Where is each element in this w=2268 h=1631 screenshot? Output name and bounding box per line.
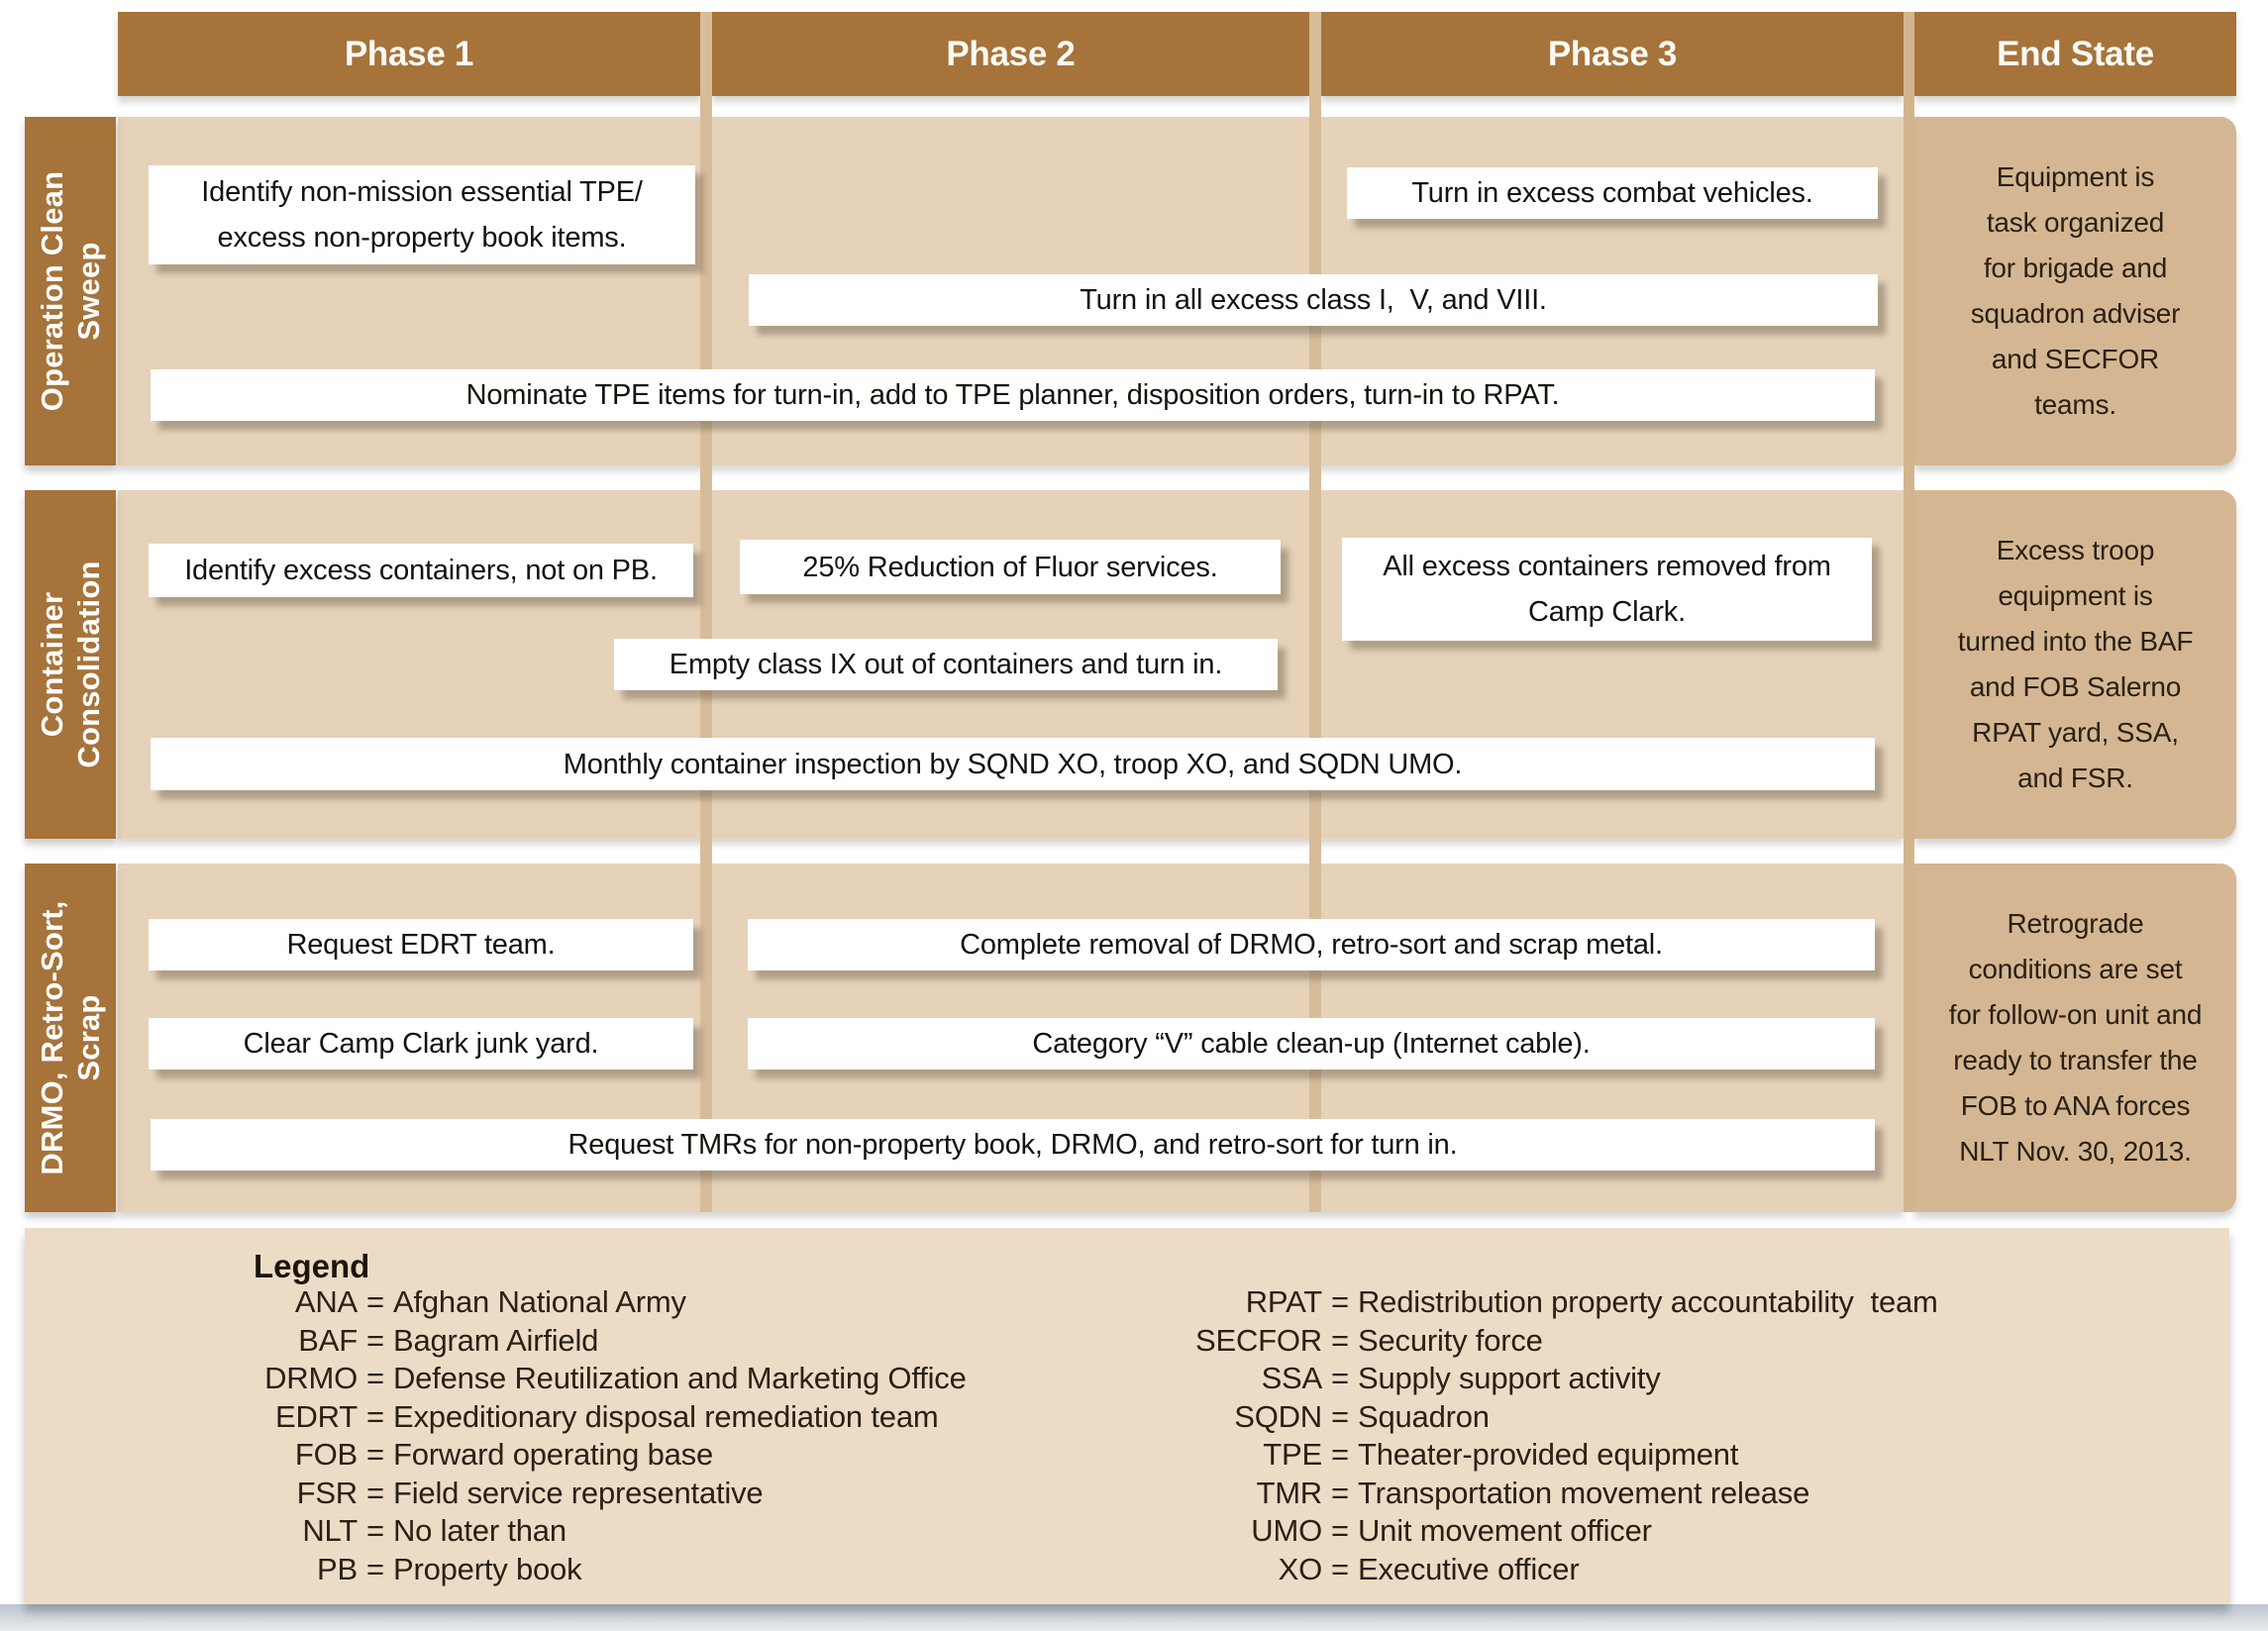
- legend-abbr: TMR: [1256, 1475, 1322, 1510]
- task-nominate-tpe-items: Nominate TPE items for turn-in, add to T…: [151, 369, 1875, 421]
- end-state-divider: [1904, 12, 1914, 1212]
- legend-abbr: FOB: [294, 1437, 358, 1472]
- legend-entry: SSA= Supply support activity: [1045, 1360, 1938, 1398]
- legend-definition: Security force: [1358, 1322, 1543, 1358]
- column-header-phase-2: Phase 2: [712, 12, 1309, 96]
- task-identify-excess-containers: Identify excess containers, not on PB.: [149, 544, 693, 597]
- legend-right-column: RPAT = Redistribution property accountabil…: [1045, 1283, 1938, 1588]
- legend-entry: XO= Executive officer: [1045, 1551, 1938, 1589]
- legend-definition: No later than: [393, 1513, 567, 1548]
- legend-abbr: SQDN: [1234, 1398, 1322, 1434]
- task-complete-removal-drmo: Complete removal of DRMO, retro-sort and…: [748, 919, 1875, 970]
- legend-abbr: UMO: [1251, 1513, 1322, 1548]
- legend-equals: =: [366, 1322, 384, 1358]
- legend-definition: Expeditionary disposal remediation team: [393, 1398, 939, 1434]
- legend-definition: Afghan National Army: [393, 1284, 686, 1319]
- legend-abbr: BAF: [298, 1322, 358, 1358]
- legend-abbr: XO: [1278, 1551, 1323, 1586]
- legend-definition: Executive officer: [1358, 1551, 1580, 1586]
- legend-equals: =: [366, 1284, 384, 1319]
- legend-definition: Field service representative: [393, 1475, 764, 1510]
- legend-entry: BAF=Bagram Airfield: [120, 1322, 967, 1361]
- task-identify-non-mission-tpe: Identify non-mission essential TPE/ exce…: [149, 165, 695, 264]
- end-state-operation-clean-sweep: Equipment is task organized for brigade …: [1914, 117, 2236, 465]
- legend-definition: Transportation movement release: [1358, 1475, 1810, 1510]
- task-empty-class-ix: Empty class IX out of containers and tur…: [614, 639, 1278, 690]
- legend-entry: TMR = Transportation movement release: [1045, 1475, 1938, 1513]
- task-request-edrt-team: Request EDRT team.: [149, 919, 693, 970]
- legend-abbr: EDRT: [274, 1398, 358, 1434]
- task-category-v-cable-cleanup: Category “V” cable clean-up (Internet ca…: [748, 1018, 1875, 1070]
- legend-entry: SECFOR=Security force: [1045, 1322, 1938, 1361]
- legend-entry: NLT= No later than: [120, 1512, 967, 1551]
- task-turn-in-combat-vehicles: Turn in excess combat vehicles.: [1347, 167, 1878, 219]
- legend-definition: Theater-provided equipment: [1358, 1437, 1739, 1472]
- column-header-end-state: End State: [1914, 12, 2236, 96]
- page-bottom-shade: [0, 1604, 2268, 1631]
- legend-definition: Bagram Airfield: [393, 1322, 599, 1358]
- column-header-phase-1: Phase 1: [118, 12, 700, 96]
- task-monthly-container-inspection: Monthly container inspection by SQND XO,…: [151, 738, 1875, 790]
- legend-equals: =: [366, 1361, 384, 1395]
- legend-equals: =: [366, 1551, 384, 1586]
- legend-entry: FOB= Forward operating base: [120, 1436, 967, 1475]
- legend-abbr: SECFOR: [1195, 1322, 1322, 1358]
- task-turn-in-excess-class: Turn in all excess class I, V, and VIII.: [749, 274, 1878, 326]
- legend-equals: =: [366, 1398, 384, 1434]
- legend-equals: =: [366, 1475, 384, 1510]
- task-clear-junk-yard: Clear Camp Clark junk yard.: [149, 1018, 693, 1070]
- legend-abbr: DRMO: [264, 1361, 358, 1395]
- legend-left-column: ANA=Afghan National Army BAF=Bagram Airf…: [120, 1283, 967, 1588]
- legend-equals: =: [1331, 1398, 1349, 1434]
- legend-entry: FSR= Field service representative: [120, 1475, 967, 1513]
- legend-equals: =: [1331, 1551, 1349, 1586]
- legend-definition: Unit movement officer: [1358, 1513, 1652, 1548]
- legend-abbr: ANA: [294, 1284, 358, 1319]
- legend-abbr: SSA: [1261, 1361, 1323, 1395]
- legend-equals: =: [1331, 1437, 1349, 1472]
- legend-title: Legend: [254, 1248, 370, 1284]
- row-label-bar-1: [25, 117, 116, 465]
- legend-entry: ANA= Afghan National Army: [120, 1283, 967, 1322]
- legend-equals: =: [366, 1513, 384, 1548]
- legend-equals: =: [366, 1437, 384, 1472]
- row-label-bar-2: [25, 490, 116, 839]
- legend-entry: EDRT=Expeditionary disposal remediation …: [120, 1398, 967, 1437]
- legend-definition: Squadron: [1358, 1398, 1490, 1434]
- row-label-drmo-retro-sort-scrap: DRMO, Retro-Sort, Scrap: [35, 900, 106, 1175]
- legend-box: Legend ANA=Afghan National Army BAF=Bagr…: [25, 1228, 2229, 1604]
- row-label-operation-clean-sweep: Operation Clean Sweep: [35, 170, 106, 412]
- legend-equals: =: [1331, 1361, 1349, 1395]
- legend-definition: Defense Reutilization and Marketing Offi…: [393, 1361, 967, 1395]
- task-request-tmrs: Request TMRs for non-property book, DRMO…: [151, 1119, 1875, 1171]
- legend-entry: DRMO= Defense Reutilization and Marketing…: [120, 1360, 967, 1398]
- column-header-phase-3: Phase 3: [1321, 12, 1904, 96]
- row-label-container-consolidation: Container Consolidation: [35, 561, 106, 768]
- legend-entry: RPAT = Redistribution property accountabil…: [1045, 1283, 1938, 1322]
- phase-divider-1-2: [700, 12, 712, 1212]
- legend-abbr: NLT: [302, 1513, 358, 1548]
- legend-definition: Forward operating base: [393, 1437, 714, 1472]
- legend-equals: =: [1331, 1322, 1349, 1358]
- legend-equals: =: [1331, 1513, 1349, 1548]
- task-containers-removed-camp-clark: All excess containers removed from Camp …: [1342, 538, 1872, 641]
- legend-abbr: RPAT: [1245, 1284, 1322, 1319]
- legend-definition: Supply support activity: [1358, 1361, 1661, 1395]
- legend-definition: Property book: [393, 1551, 582, 1586]
- legend-entry: SQDN=Squadron: [1045, 1398, 1938, 1437]
- legend-abbr: PB: [317, 1551, 358, 1586]
- legend-abbr: FSR: [296, 1475, 359, 1510]
- legend-equals: =: [1331, 1475, 1349, 1510]
- legend-definition: Redistribution property accountability t…: [1358, 1284, 1938, 1319]
- legend-entry: TPE = Theater-provided equipment: [1045, 1436, 1938, 1475]
- legend-abbr: TPE: [1263, 1437, 1322, 1472]
- legend-equals: =: [1331, 1284, 1349, 1319]
- task-fluor-services-reduction: 25% Reduction of Fluor services.: [740, 540, 1281, 594]
- end-state-drmo-retro-sort-scrap: Retrograde conditions are set for follow…: [1914, 864, 2236, 1212]
- row-label-bar-3: [25, 864, 116, 1212]
- legend-entry: PB= Property book: [120, 1551, 967, 1589]
- legend-entry: UMO = Unit movement officer: [1045, 1512, 1938, 1551]
- end-state-container-consolidation: Excess troop equipment is turned into th…: [1914, 490, 2236, 839]
